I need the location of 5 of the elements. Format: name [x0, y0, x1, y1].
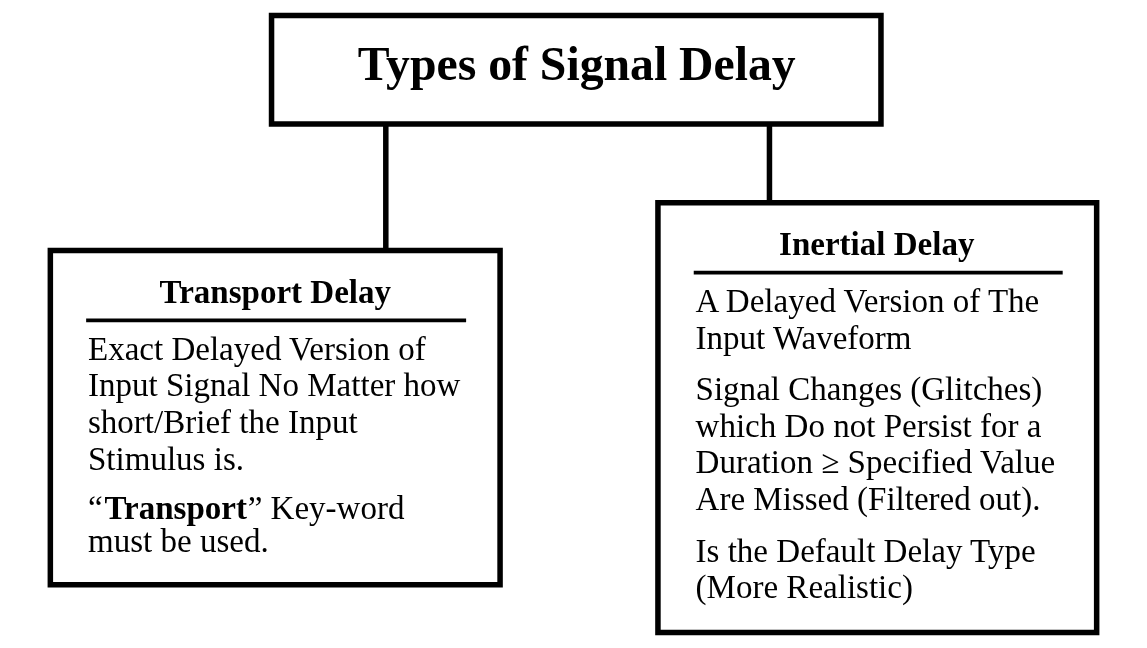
connector — [383, 124, 389, 251]
node-box: Types of Signal Delay — [268, 12, 884, 127]
node-box: Inertial Delay A Delayed Version of The Input Waveform Signal Changes (Glitches) which Do not Persist for a Duration ≥ Specified Value Are Missed (Filtered out). Is the Default Delay Type (More Realistic) — [655, 200, 1100, 636]
node-box: Transport Delay Exact Delayed Version of Input Signal No Matter how short/Brief the Input Stimulus is. “Transport” Key-word must be used. — [47, 247, 503, 588]
connector — [766, 124, 773, 203]
